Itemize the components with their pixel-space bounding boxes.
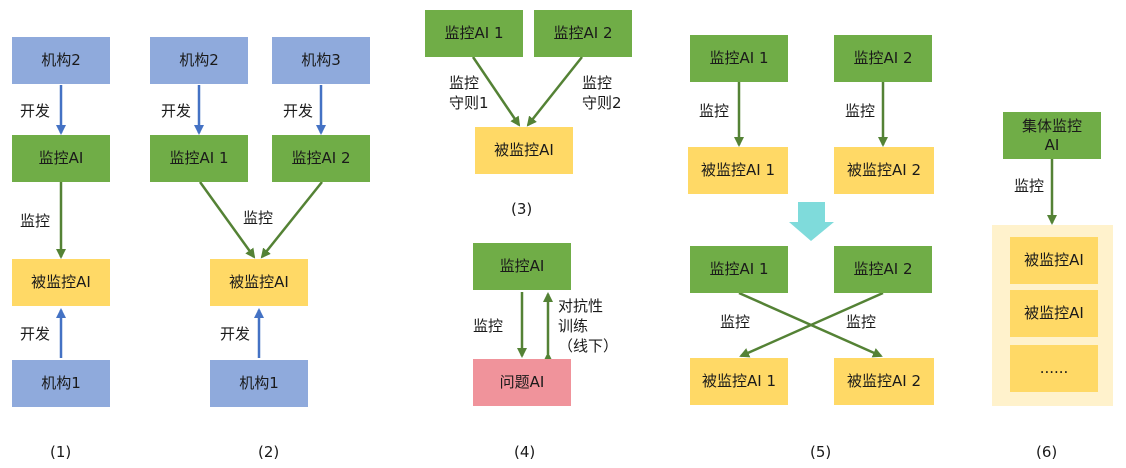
d6-more-label: ...... <box>1039 359 1069 377</box>
d1-monitor-ai-label: 监控AI <box>38 149 84 167</box>
d5-monitor-label-1b: 监控 <box>720 313 751 331</box>
d1-develop-label-bot: 开发 <box>20 325 51 343</box>
d3-monitor-arrow-a <box>471 56 521 127</box>
d5-monitor-ai-2-node: 监控AI 2 <box>834 35 932 82</box>
d2-develop-label-b: 开发 <box>283 102 314 120</box>
d2-monitored-ai-node: 被监控AI <box>210 259 308 306</box>
d6-monitored-ai-1-node: 被监控AI <box>1010 237 1098 284</box>
d3-monitor-arrow-b <box>526 56 583 127</box>
d5-monitor-ai-1-label: 监控AI 1 <box>709 49 769 67</box>
d6-monitored-ai-2-node: 被监控AI <box>1010 290 1098 337</box>
d3-monitor-ai-1-label: 监控AI 1 <box>444 24 504 42</box>
d1-monitored-ai-node: 被监控AI <box>12 259 110 306</box>
d4-adversarial-label: 对抗性训练（线下） <box>558 297 619 355</box>
d5-monitor-ai-1-node: 监控AI 1 <box>690 35 788 82</box>
d5-monitored-ai-1-node: 被监控AI 1 <box>688 147 788 194</box>
d3-monitored-ai-node: 被监控AI <box>475 127 573 174</box>
d5-monitored-ai-2b-label: 被监控AI 2 <box>847 372 921 390</box>
d6-collective-monitor-label-line1: 集体监控 <box>1021 116 1082 135</box>
d4-monitor-label: 监控 <box>473 317 504 335</box>
d1-develop-label-top: 开发 <box>20 102 51 120</box>
d6-more-node: ...... <box>1010 345 1098 392</box>
d2-monitor-ai-2-node: 监控AI 2 <box>272 135 370 182</box>
d5-monitor-ai-1b-node: 监控AI 1 <box>690 246 788 293</box>
d3-monitor-ai-2-node: 监控AI 2 <box>534 10 632 57</box>
d6-monitored-ai-2-label: 被监控AI <box>1024 304 1084 322</box>
d4-problem-ai-label: 问题AI <box>499 373 545 391</box>
d2-org1-node: 机构1 <box>210 360 308 407</box>
caption-3: (3) <box>511 200 533 218</box>
d2-monitor-ai-1-label: 监控AI 1 <box>169 149 229 167</box>
d1-org1-node: 机构1 <box>12 360 110 407</box>
d1-monitor-label: 监控 <box>20 212 51 230</box>
d2-org3-label: 机构3 <box>301 51 341 69</box>
d1-monitor-ai-node: 监控AI <box>12 135 110 182</box>
d2-monitor-ai-2-label: 监控AI 2 <box>291 149 351 167</box>
d2-monitor-arrow-b <box>260 181 323 259</box>
d4-monitor-ai-node: 监控AI <box>473 243 571 290</box>
d5-monitor-label-2: 监控 <box>845 102 876 120</box>
d2-monitor-label: 监控 <box>243 209 274 227</box>
d5-monitored-ai-1b-label: 被监控AI 1 <box>702 372 776 390</box>
d5-monitored-ai-1-label: 被监控AI 1 <box>701 161 775 179</box>
d2-monitored-ai-label: 被监控AI <box>229 273 289 291</box>
d6-monitored-ai-1-label: 被监控AI <box>1024 251 1084 269</box>
d6-collective-monitor-label-line2: AI <box>1044 135 1060 154</box>
d5-monitor-ai-1b-label: 监控AI 1 <box>709 260 769 278</box>
d5-monitor-ai-2b-label: 监控AI 2 <box>853 260 913 278</box>
d5-monitored-ai-2-node: 被监控AI 2 <box>834 147 934 194</box>
caption-2: (2) <box>258 443 280 461</box>
d2-org2-node: 机构2 <box>150 37 248 84</box>
caption-6: (6) <box>1036 443 1058 461</box>
d5-monitored-ai-2b-node: 被监控AI 2 <box>834 358 934 405</box>
d2-org1-label: 机构1 <box>239 374 279 392</box>
d3-rule-2-label: 监控守则2 <box>582 74 622 112</box>
d3-monitored-ai-label: 被监控AI <box>494 141 554 159</box>
d2-org2-label: 机构2 <box>179 51 219 69</box>
d1-monitored-ai-label: 被监控AI <box>31 273 91 291</box>
d5-monitored-ai-1b-node: 被监控AI 1 <box>690 358 788 405</box>
d2-org3-node: 机构3 <box>272 37 370 84</box>
d2-develop-label-bot: 开发 <box>220 325 251 343</box>
d4-monitor-ai-label: 监控AI <box>499 257 545 275</box>
d2-develop-label-a: 开发 <box>161 102 192 120</box>
d2-monitor-arrow-a <box>198 181 256 259</box>
d5-monitor-label-2b: 监控 <box>846 313 877 331</box>
caption-1: (1) <box>50 443 72 461</box>
d3-monitor-ai-2-label: 监控AI 2 <box>553 24 613 42</box>
d1-org2-node: 机构2 <box>12 37 110 84</box>
d5-monitor-ai-2b-node: 监控AI 2 <box>834 246 932 293</box>
d5-monitor-ai-2-label: 监控AI 2 <box>853 49 913 67</box>
d5-cross-arrow-b <box>739 291 884 358</box>
transition-arrow <box>789 202 834 241</box>
d1-org1-label: 机构1 <box>41 374 81 392</box>
d5-monitor-label-1: 监控 <box>699 102 730 120</box>
d4-problem-ai-node: 问题AI <box>473 359 571 406</box>
d6-collective-monitor-node: 集体监控 AI <box>1003 112 1101 159</box>
caption-5: (5) <box>810 443 832 461</box>
d3-rule-1-label: 监控守则1 <box>449 74 489 112</box>
d2-monitor-ai-1-node: 监控AI 1 <box>150 135 248 182</box>
d3-monitor-ai-1-node: 监控AI 1 <box>425 10 523 57</box>
caption-4: (4) <box>514 443 536 461</box>
d1-org2-label: 机构2 <box>41 51 81 69</box>
d6-monitor-label: 监控 <box>1014 177 1045 195</box>
d5-monitored-ai-2-label: 被监控AI 2 <box>847 161 921 179</box>
